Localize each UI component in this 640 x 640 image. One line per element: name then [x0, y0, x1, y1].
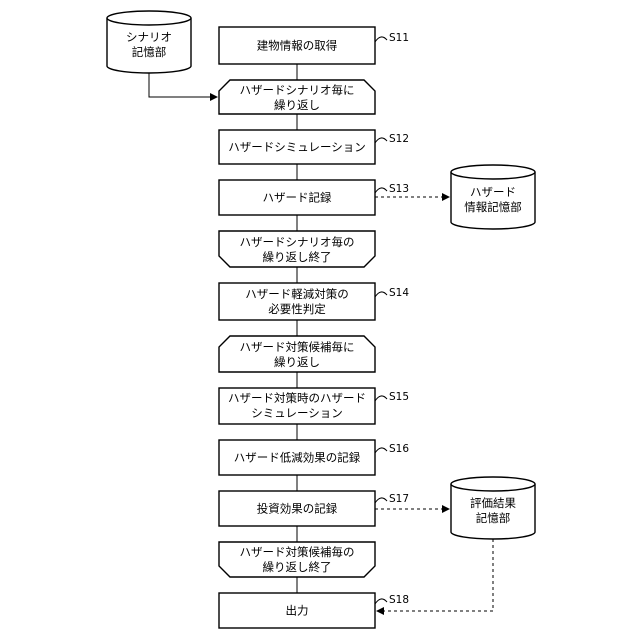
- loop1-end-line1: ハザードシナリオ毎の: [240, 235, 355, 249]
- storage-scenario-line2: 記憶部: [132, 45, 167, 59]
- s15-step: S15: [389, 391, 409, 403]
- step-marker-s14: S14: [375, 287, 409, 299]
- s14-step: S14: [389, 287, 409, 299]
- s17-step: S17: [389, 493, 409, 505]
- storage-scenario-cylinder: シナリオ 記憶部: [107, 11, 191, 73]
- loop-end-hazard-scenario: ハザードシナリオ毎の 繰り返し終了: [219, 231, 375, 267]
- step-marker-s12: S12: [375, 133, 409, 145]
- storage-evaluation-line2: 記憶部: [476, 511, 511, 525]
- process-box-s13: ハザード記録: [219, 180, 375, 215]
- process-box-s16: ハザード低減効果の記録: [219, 440, 375, 475]
- step-marker-s17: S17: [375, 493, 409, 505]
- step-marker-s18: S18: [375, 594, 409, 606]
- process-box-s17: 投資効果の記録: [219, 491, 375, 526]
- s18-label: 出力: [286, 604, 309, 618]
- s15-line2: シミュレーション: [251, 406, 343, 420]
- s17-label: 投資効果の記録: [257, 502, 338, 516]
- loop2-start-line1: ハザード対策候補毎に: [240, 340, 355, 354]
- step-marker-s11: S11: [375, 32, 409, 44]
- loop1-start-line2: 繰り返し: [274, 98, 320, 112]
- process-box-s15: ハザード対策時のハザード シミュレーション: [219, 388, 375, 424]
- s13-step: S13: [389, 183, 409, 195]
- step-marker-s13: S13: [375, 183, 409, 195]
- s13-label: ハザード記録: [263, 191, 332, 205]
- loop2-start-line2: 繰り返し: [274, 355, 320, 369]
- s14-line2: 必要性判定: [268, 302, 326, 316]
- s15-line1: ハザード対策時のハザード: [228, 391, 366, 405]
- arrow-scenario-to-loop1: [149, 73, 217, 97]
- storage-hazard-info-line1: ハザード: [470, 185, 516, 199]
- loop1-end-line2: 繰り返し終了: [263, 250, 332, 264]
- s16-step: S16: [389, 443, 409, 455]
- process-box-s14: ハザード軽減対策の 必要性判定: [219, 283, 375, 320]
- loop2-end-line2: 繰り返し終了: [263, 560, 332, 574]
- s11-step: S11: [389, 32, 409, 44]
- s16-label: ハザード低減効果の記録: [234, 451, 361, 465]
- loop1-start-line1: ハザードシナリオ毎に: [240, 83, 355, 97]
- loop2-end-line1: ハザード対策候補毎の: [240, 545, 355, 559]
- storage-hazard-info-cylinder: ハザード 情報記憶部: [451, 165, 535, 229]
- step-marker-s16: S16: [375, 443, 409, 455]
- s12-label: ハザードシミュレーション: [228, 140, 366, 154]
- s12-step: S12: [389, 133, 409, 145]
- storage-evaluation-cylinder: 評価結果 記憶部: [451, 477, 535, 539]
- process-box-s12: ハザードシミュレーション: [219, 130, 375, 164]
- s11-label: 建物情報の取得: [257, 39, 338, 53]
- storage-scenario-line1: シナリオ: [126, 30, 172, 44]
- storage-evaluation-line1: 評価結果: [470, 496, 516, 510]
- process-box-s11: 建物情報の取得: [219, 27, 375, 64]
- step-marker-s15: S15: [375, 391, 409, 403]
- s14-line1: ハザード軽減対策の: [245, 287, 349, 301]
- loop-start-hazard-scenario: ハザードシナリオ毎に 繰り返し: [219, 80, 375, 114]
- storage-hazard-info-line2: 情報記憶部: [464, 200, 522, 214]
- loop-end-countermeasure: ハザード対策候補毎の 繰り返し終了: [219, 542, 375, 577]
- s18-step: S18: [389, 594, 409, 606]
- process-box-s18: 出力: [219, 593, 375, 628]
- loop-start-countermeasure: ハザード対策候補毎に 繰り返し: [219, 336, 375, 372]
